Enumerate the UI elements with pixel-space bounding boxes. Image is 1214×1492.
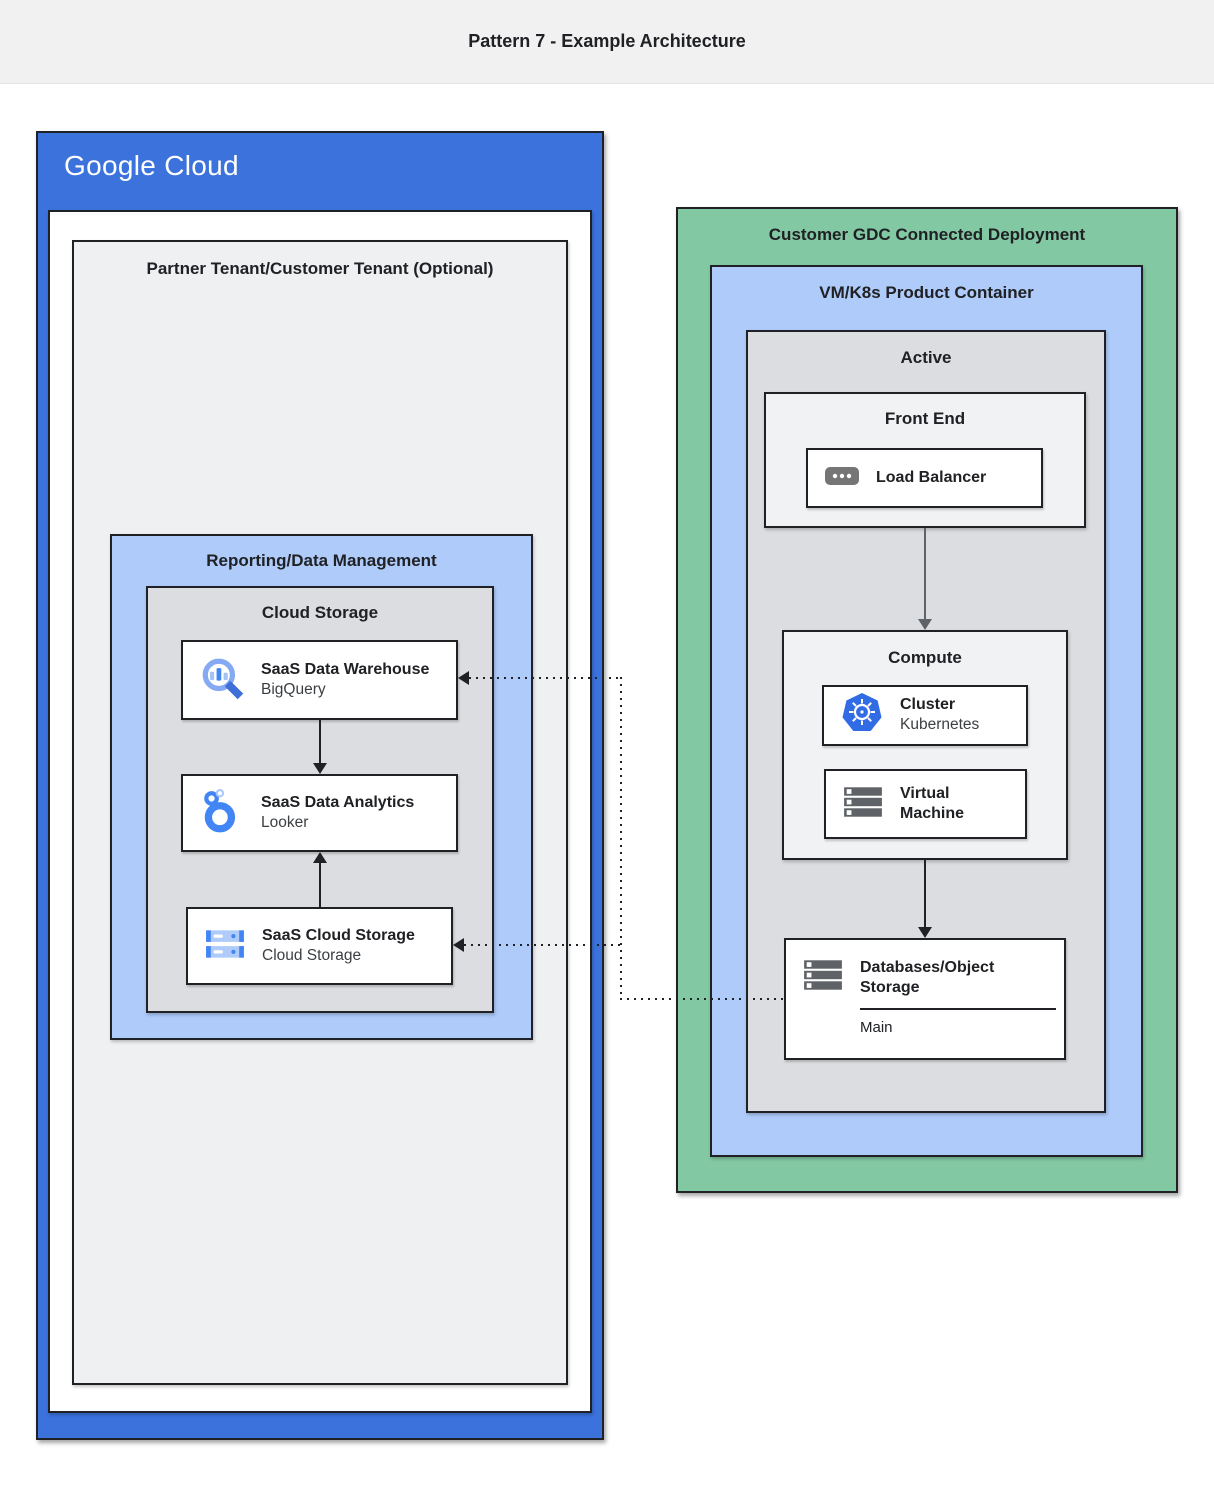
looker-icon <box>199 788 245 839</box>
arrow-frontend-to-compute <box>924 528 926 620</box>
arrow-compute-to-databases <box>924 860 926 928</box>
cloud-storage-group-title: Cloud Storage <box>261 603 379 622</box>
dotted-arrowhead-warehouse <box>458 671 469 685</box>
arrowhead-storage-to-analytics <box>313 852 327 863</box>
dotted-connector-to-warehouse <box>469 677 621 679</box>
google-cloud-logo: Google Cloud <box>38 133 602 182</box>
dotted-arrowhead-storage <box>453 938 464 952</box>
compute-title: Compute <box>888 648 962 667</box>
vmk8s-product-container-title: VM/K8s Product Container <box>819 283 1034 302</box>
virtual-machine-card: Virtual Machine <box>824 769 1027 839</box>
cluster-card: Cluster Kubernetes <box>822 685 1028 746</box>
reporting-data-management-title: Reporting/Data Management <box>206 551 437 570</box>
load-balancer-title: Load Balancer <box>876 469 987 486</box>
databases-divider <box>860 1008 1056 1010</box>
saas-data-analytics-title: SaaS Data Analytics <box>261 793 415 811</box>
bigquery-icon <box>199 655 245 706</box>
saas-cloud-storage-title: SaaS Cloud Storage <box>262 926 415 944</box>
arrowhead-warehouse-to-analytics <box>313 763 327 774</box>
saas-cloud-storage-subtitle: Cloud Storage <box>262 946 362 964</box>
databases-icon <box>802 958 844 997</box>
load-balancer-icon <box>824 466 860 491</box>
arrow-storage-to-analytics <box>319 863 321 907</box>
dotted-connector-to-storage <box>464 944 621 946</box>
saas-cloud-storage-card: SaaS Cloud Storage Cloud Storage <box>186 907 453 985</box>
virtual-machine-title: Virtual Machine <box>900 785 965 822</box>
arrow-warehouse-to-analytics <box>319 720 321 764</box>
dotted-connector-vertical <box>620 677 622 1000</box>
virtual-machine-icon <box>842 785 884 824</box>
front-end-title: Front End <box>884 409 966 428</box>
arrowhead-frontend-to-compute <box>918 619 932 630</box>
header-bar: Pattern 7 - Example Architecture <box>0 0 1214 84</box>
databases-main-label: Main <box>860 1019 893 1036</box>
databases-object-storage-card: Databases/Object Storage Main <box>784 938 1066 1060</box>
active-title: Active <box>900 348 952 367</box>
cloud-storage-icon <box>204 928 246 965</box>
dotted-connector-from-databases <box>620 998 784 1000</box>
saas-data-analytics-subtitle: Looker <box>261 813 309 831</box>
page-title: Pattern 7 - Example Architecture <box>468 31 746 51</box>
cluster-subtitle: Kubernetes <box>900 716 980 734</box>
load-balancer-card: Load Balancer <box>806 448 1043 508</box>
gdc-deployment-title: Customer GDC Connected Deployment <box>768 225 1086 244</box>
saas-data-warehouse-title: SaaS Data Warehouse <box>261 660 430 678</box>
databases-object-storage-title: Databases/Object Storage <box>860 959 995 996</box>
cluster-title: Cluster <box>900 696 956 714</box>
kubernetes-icon <box>840 691 884 740</box>
google-cloud-logo-word1: Google <box>64 150 157 181</box>
saas-data-warehouse-subtitle: BigQuery <box>261 680 326 698</box>
saas-data-warehouse-card: SaaS Data Warehouse BigQuery <box>181 640 458 720</box>
google-cloud-logo-word2: Cloud <box>164 150 239 181</box>
partner-tenant-title: Partner Tenant/Customer Tenant (Optional… <box>146 259 494 278</box>
saas-data-analytics-card: SaaS Data Analytics Looker <box>181 774 458 852</box>
arrowhead-compute-to-databases <box>918 927 932 938</box>
